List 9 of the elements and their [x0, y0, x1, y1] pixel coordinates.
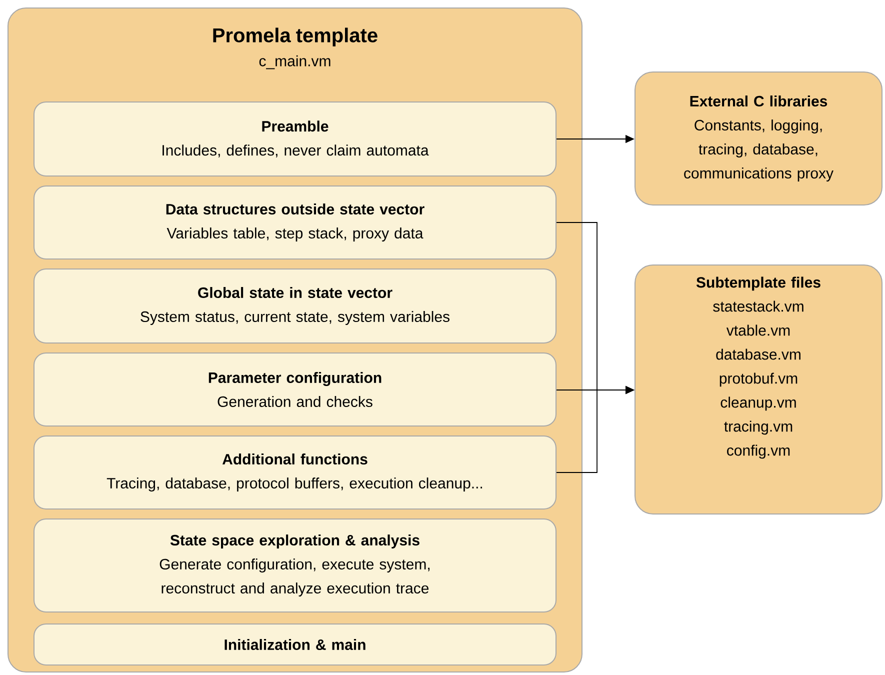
- info-box: Subtemplate files statestack.vm vtable.vm database.vm protobuf.vm cleanup.vm tracing.vm config.vm: [634, 264, 882, 514]
- section-box: Parameter configuration Generation and checks: [34, 352, 556, 426]
- info-box: External C libraries Constants, logging, tracing, database, communications proxy: [634, 72, 882, 206]
- section-box: Additional functions Tracing, database, protocol buffers, execution cleanup...: [34, 436, 556, 510]
- section-box: Global state in state vector System status, current state, system variables: [34, 268, 556, 344]
- section-box: State space exploration & analysis Generate configuration, execute system, reconstruct and analyze execution trace: [34, 518, 556, 612]
- section-box: Data structures outside state vector Variables table, step stack, proxy data: [34, 186, 556, 260]
- section-box: Initialization & main: [34, 624, 556, 666]
- section-box: Preamble Includes, defines, never claim automata: [34, 102, 556, 176]
